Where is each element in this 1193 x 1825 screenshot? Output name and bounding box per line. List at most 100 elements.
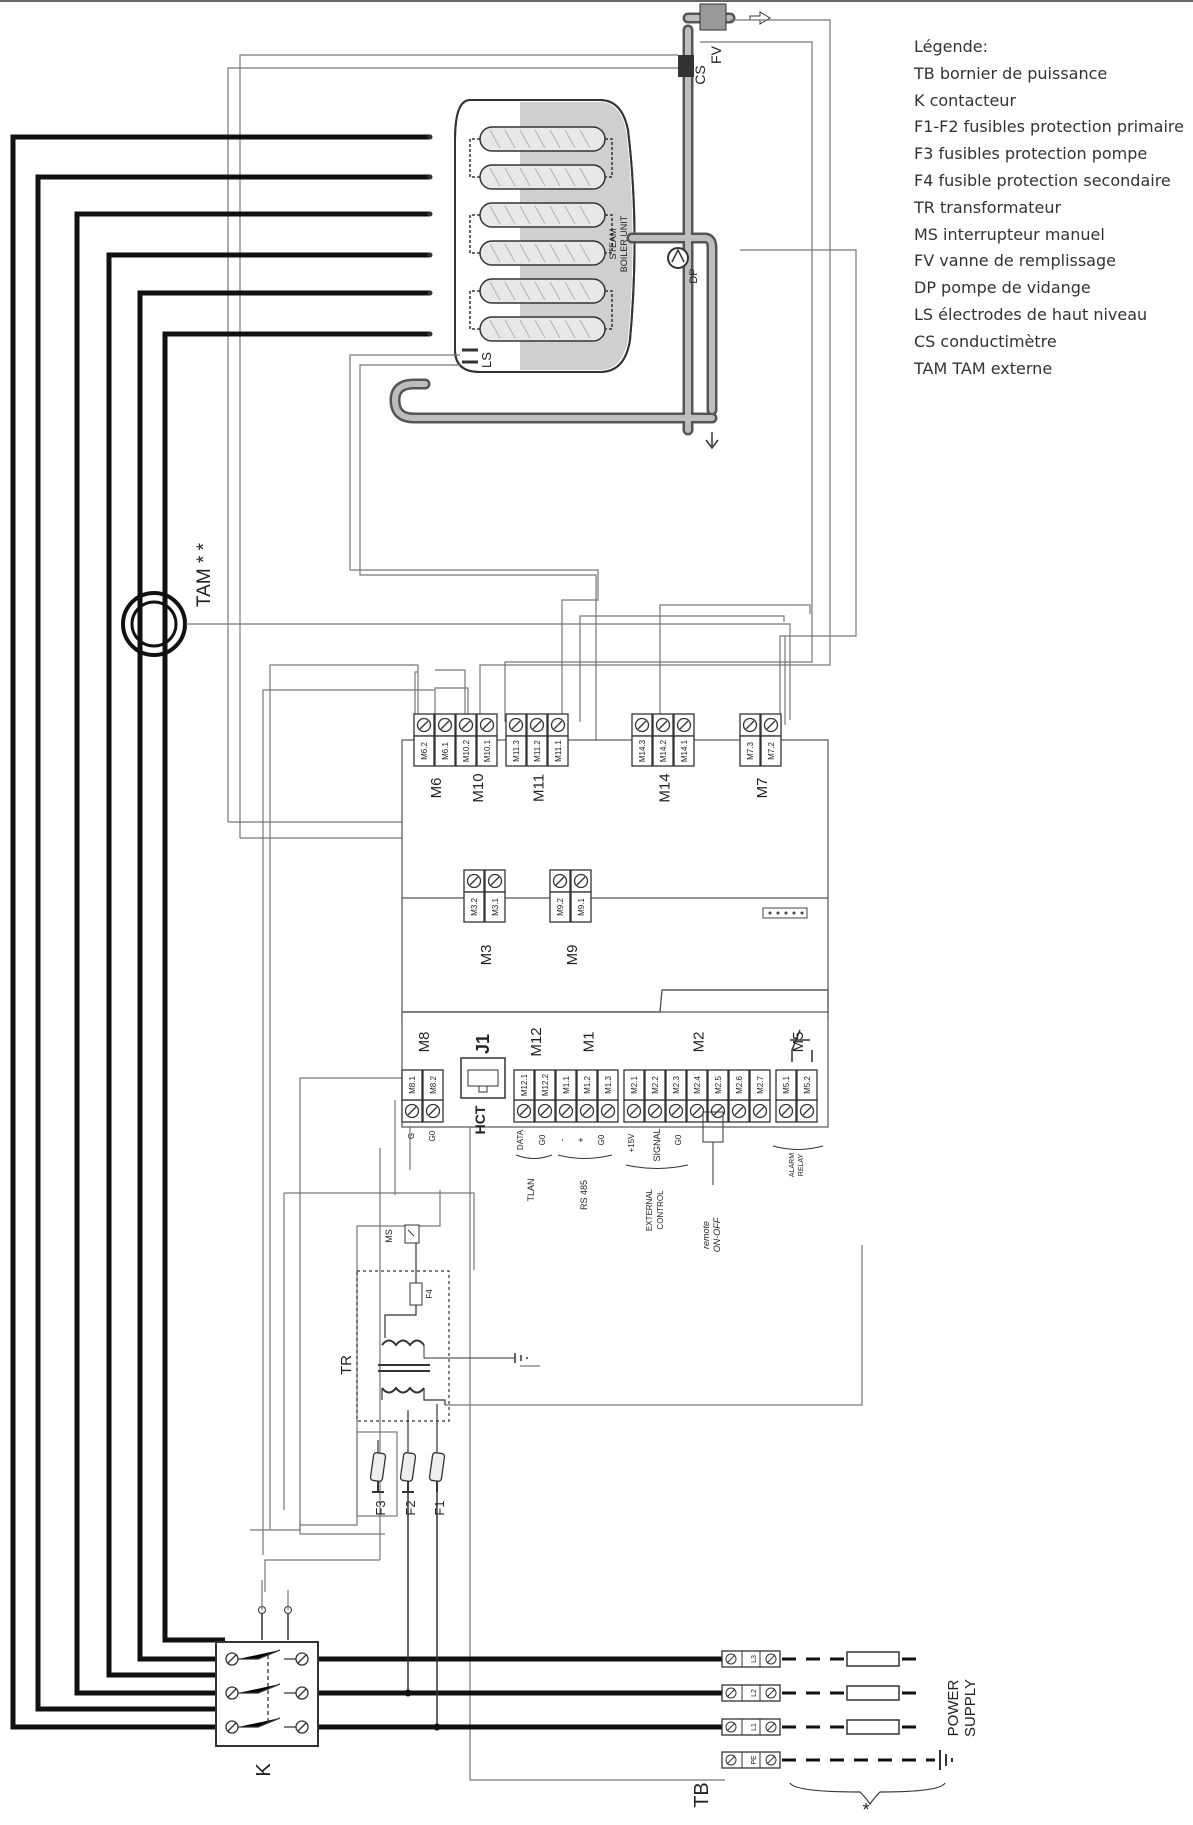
terminal-m11-pin-label: M11.1	[554, 740, 563, 762]
tb-pin-label: L3	[751, 1655, 758, 1663]
legend-title: Légende:	[914, 37, 989, 56]
legend-item: LS électrodes de haut niveau	[914, 304, 1148, 324]
terminal-m12-pin-label: M12.1	[520, 1073, 529, 1096]
drain-pump: DP	[667, 247, 719, 450]
block-label-m14: M14	[657, 773, 674, 802]
tam-ring: TAM * *	[121, 542, 791, 720]
legend: Légende: TB bornier de puissance K conta…	[914, 34, 1192, 382]
tlan-label: TLAN	[526, 1178, 536, 1201]
dp-label: DP	[688, 268, 700, 283]
tb-terminal: L1	[721, 1718, 781, 1736]
terminal-m2: M2.1	[623, 1069, 645, 1123]
m8-label-g: G	[407, 1133, 416, 1139]
transformer-section: MS F4 TR F3 F2 F1	[283, 1192, 528, 1731]
terminal-m5-pin-label: M5.2	[803, 1076, 812, 1094]
fuses: F3 F2 F1	[369, 1404, 447, 1516]
legend-item: TAM TAM externe	[914, 358, 1053, 378]
legend-item: CS conductimètre	[914, 331, 1057, 351]
conductivity-meter: CS	[678, 55, 708, 85]
terminal-m12-pin-label: M12.2	[541, 1073, 550, 1096]
power-supply-label-1: POWER	[945, 1680, 962, 1737]
contactor-k: K	[215, 1580, 319, 1777]
legend-item: F1-F2 fusibles protection primaire	[914, 117, 1184, 137]
m1-label-minus: -	[557, 1139, 567, 1142]
terminal-m10-pin-label: M10.1	[483, 739, 492, 762]
terminal-m10-pin-label: M10.2	[462, 739, 471, 762]
m1-label-plus: +	[576, 1137, 586, 1142]
m8-label-g0: G0	[428, 1130, 437, 1141]
tb-label: TB	[691, 1782, 713, 1808]
terminal-m7-pin-label: M7.2	[767, 742, 776, 760]
terminal-m14-pin-label: M14.1	[680, 739, 689, 762]
terminal-m2: M2.7	[749, 1069, 771, 1123]
terminal-m12: M12.2	[534, 1069, 556, 1123]
terminal-m14: M14.3	[631, 713, 653, 767]
terminal-m2-pin-label: M2.4	[693, 1076, 702, 1094]
terminal-m1-pin-label: M1.2	[583, 1076, 592, 1094]
terminal-m8-pin-label: M8.2	[429, 1076, 438, 1094]
terminal-m5: M5.2	[796, 1069, 818, 1123]
terminal-m9: M9.2	[549, 869, 571, 923]
block-label-m8: M8	[416, 1032, 433, 1053]
terminal-m1: M1.3	[597, 1069, 619, 1123]
terminal-m2-pin-label: M2.6	[735, 1076, 744, 1094]
terminal-m2: M2.4	[686, 1069, 708, 1123]
terminal-m12: M12.1	[513, 1069, 535, 1123]
block-label-m2: M2	[691, 1032, 708, 1053]
controller-board	[401, 739, 829, 1021]
m1-label-g0: G0	[597, 1134, 606, 1145]
block-label-m3: M3	[478, 945, 495, 966]
rs485-label: RS 485	[579, 1180, 589, 1210]
group-labels: DATA G0 TLAN - + G0 RS 485 +15V SIGNAL G…	[407, 1029, 824, 1252]
legend-item: DP pompe de vidange	[914, 278, 1091, 298]
terminal-m10: M10.2	[455, 713, 477, 767]
terminal-m2: M2.3	[665, 1069, 687, 1123]
terminal-m10: M10.1	[476, 713, 498, 767]
onoff-label: ON-OFF	[712, 1217, 722, 1252]
j1-connector: J1 HCT	[460, 1034, 506, 1134]
boiler-label-unit: BOILER UNIT	[619, 215, 629, 272]
terminal-m7: M7.3	[739, 713, 761, 767]
terminal-m2-pin-label: M2.3	[672, 1076, 681, 1094]
m2-label-g0: G0	[674, 1134, 683, 1145]
relay-label: RELAY	[798, 1153, 805, 1176]
m12-label-g0: G0	[538, 1134, 547, 1145]
ms-label: MS	[384, 1229, 394, 1243]
f3-label: F3	[373, 1500, 388, 1515]
terminal-m11: M11.1	[547, 713, 569, 767]
terminal-m5-pin-label: M5.1	[782, 1076, 791, 1094]
terminal-m1: M1.2	[576, 1069, 598, 1123]
terminal-m14-pin-label: M14.2	[659, 739, 668, 762]
block-label-m12: M12	[528, 1027, 545, 1056]
terminal-m6-pin-label: M6.2	[420, 742, 429, 760]
terminal-m2: M2.2	[644, 1069, 666, 1123]
terminal-m8: M8.1	[401, 1069, 423, 1123]
terminal-m8-pin-label: M8.1	[408, 1076, 417, 1094]
fill-valve: FV	[699, 3, 771, 64]
terminal-m2-pin-label: M2.5	[714, 1076, 723, 1094]
terminal-m2-pin-label: M2.7	[756, 1076, 765, 1094]
block-label-m9: M9	[564, 945, 581, 966]
block-label-m5: M5	[790, 1032, 807, 1053]
terminal-m8: M8.2	[422, 1069, 444, 1123]
terminal-m11-pin-label: M11.3	[512, 740, 521, 762]
terminal-m14: M14.1	[673, 713, 695, 767]
tb-terminal: L2	[721, 1684, 781, 1702]
legend-item: TB bornier de puissance	[914, 63, 1108, 83]
power-wiring	[10, 134, 725, 1730]
terminal-m1: M1.1	[555, 1069, 577, 1123]
tb-pin-label: L1	[751, 1723, 758, 1731]
tb-pin-label: L2	[751, 1689, 758, 1697]
m2-label-15v: +15V	[627, 1133, 636, 1153]
power-supply-label-2: SUPPLY	[962, 1679, 979, 1737]
control-label: CONTROL	[656, 1190, 665, 1230]
terminal-m11: M11.3	[505, 713, 527, 767]
terminal-m1-pin-label: M1.3	[604, 1076, 613, 1094]
terminal-m2-pin-label: M2.1	[630, 1076, 639, 1094]
m2-label-signal: SIGNAL	[652, 1128, 662, 1161]
terminal-m3: M3.2	[463, 869, 485, 923]
